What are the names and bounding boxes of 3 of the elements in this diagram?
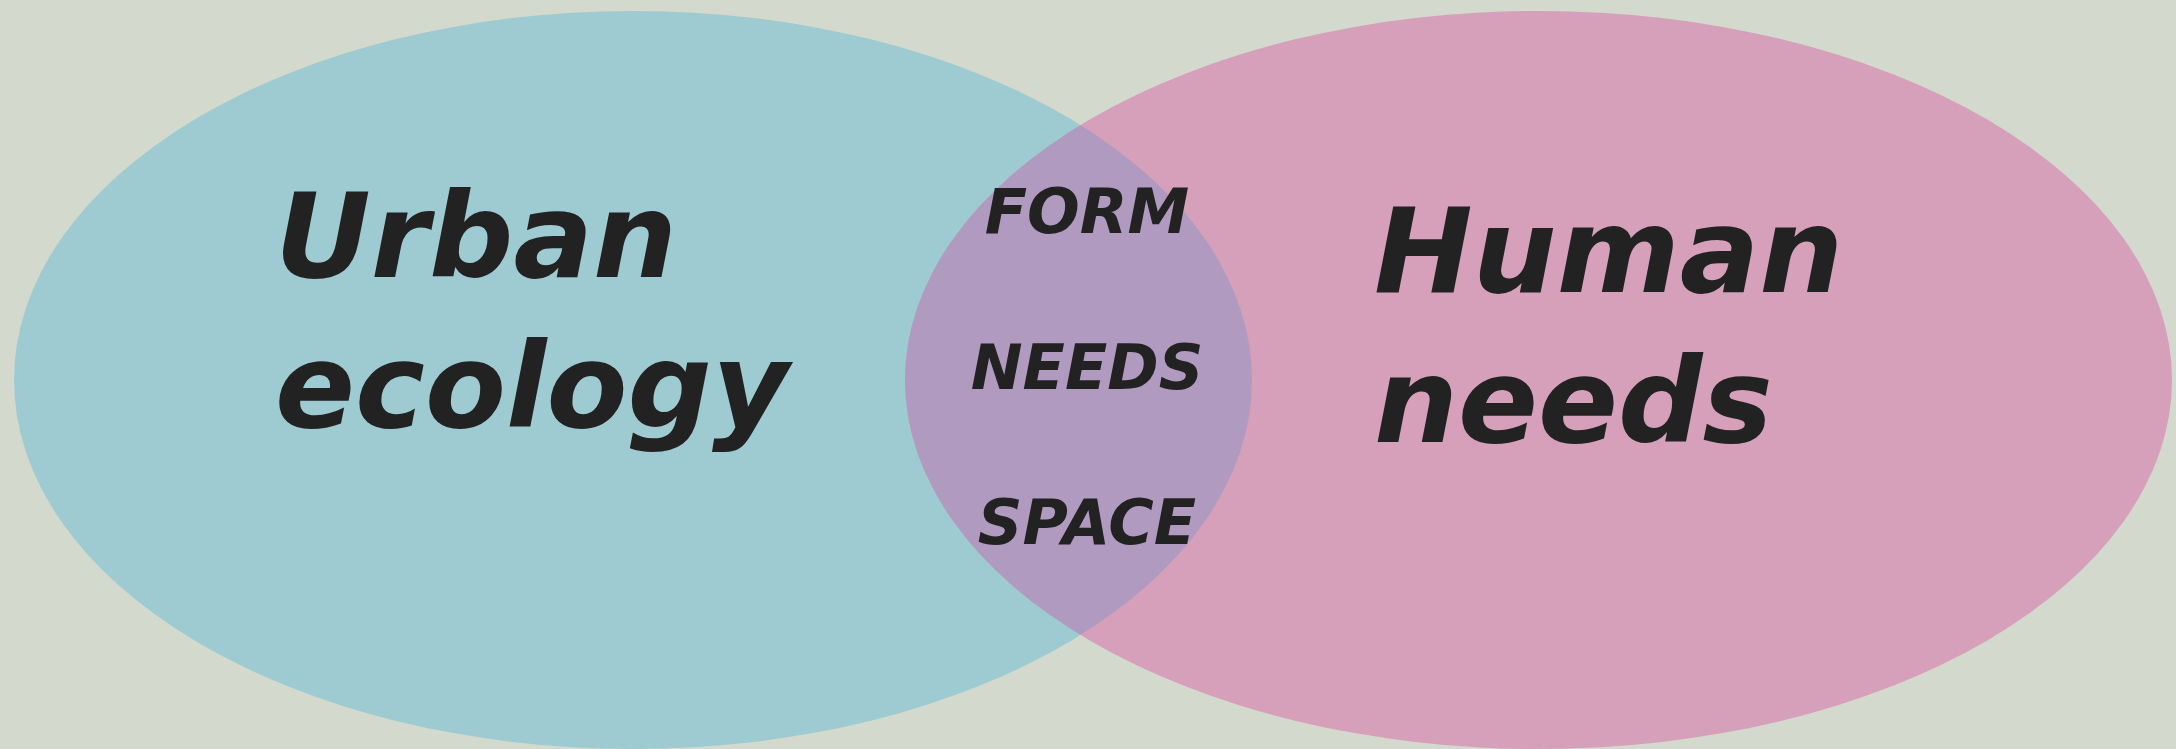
- overlap-label: SPACE: [977, 488, 1197, 558]
- overlap-label: FORM: [984, 177, 1190, 247]
- set-title: Human needs: [1374, 181, 1845, 472]
